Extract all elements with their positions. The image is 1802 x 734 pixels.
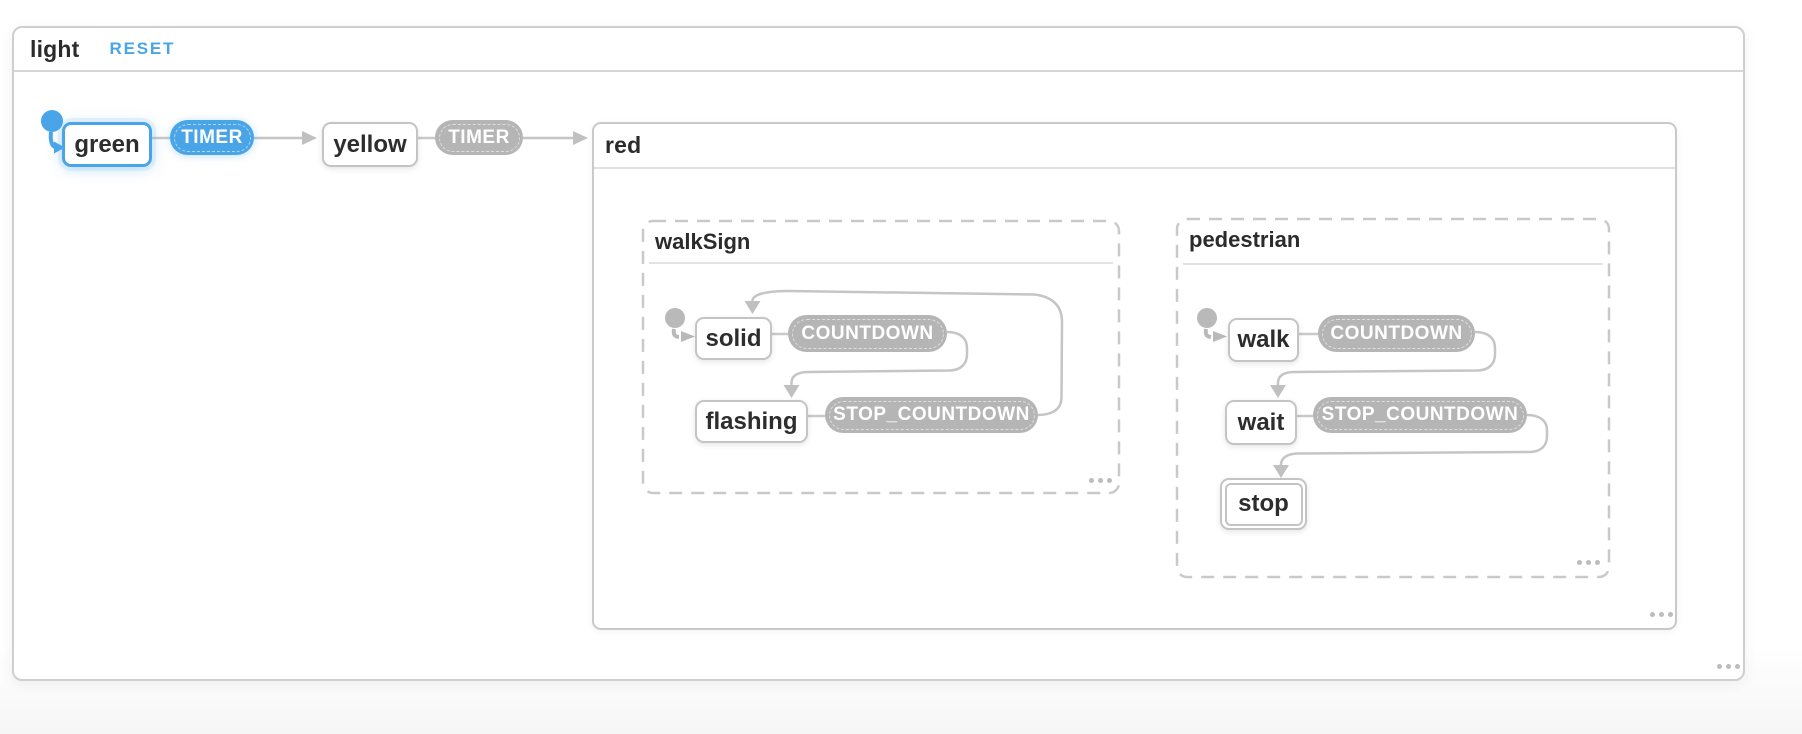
- initial-state-icon: [1197, 308, 1217, 328]
- event-countdown-pedestrian-button[interactable]: COUNTDOWN: [1318, 315, 1475, 352]
- state-yellow-label: yellow: [333, 130, 407, 158]
- state-walkSign-region[interactable]: walkSign: [642, 220, 1120, 494]
- state-wait-label: wait: [1237, 408, 1285, 436]
- event-timer-yellow-button[interactable]: TIMER: [435, 120, 523, 155]
- divider: [649, 262, 1113, 264]
- initial-state-icon: [41, 110, 63, 132]
- state-walkSign-title: walkSign: [655, 229, 751, 254]
- state-stop-final[interactable]: stop: [1220, 478, 1307, 530]
- state-flashing[interactable]: flashing: [695, 400, 808, 443]
- state-walk-label: walk: [1237, 326, 1290, 353]
- state-walk[interactable]: walk: [1228, 318, 1299, 362]
- machine-header: light RESET: [14, 28, 1743, 72]
- state-red-container[interactable]: red: [592, 122, 1677, 630]
- state-flashing-label: flashing: [705, 407, 798, 435]
- state-solid-label: solid: [705, 324, 762, 352]
- state-pedestrian-title: pedestrian: [1189, 227, 1301, 252]
- divider: [1183, 263, 1603, 265]
- state-stop-label: stop: [1238, 490, 1289, 517]
- final-state-ring: stop: [1224, 482, 1303, 526]
- state-pedestrian-region[interactable]: pedestrian: [1176, 218, 1610, 578]
- region-pedestrian-outline: [1175, 217, 1611, 579]
- ellipsis-icon: [1577, 560, 1600, 565]
- event-stop-countdown-walksign-button[interactable]: STOP_COUNTDOWN: [825, 397, 1038, 433]
- ellipsis-icon: [1650, 612, 1673, 617]
- reset-event-button[interactable]: RESET: [106, 37, 180, 61]
- region-walkSign-outline: [641, 219, 1121, 495]
- state-solid[interactable]: solid: [695, 317, 772, 360]
- state-red-title: red: [605, 132, 642, 158]
- ellipsis-icon: [1717, 664, 1740, 669]
- ellipsis-icon: [1089, 478, 1112, 483]
- initial-state-icon: [665, 308, 685, 328]
- state-red-header: red: [594, 124, 1675, 169]
- state-green-label: green: [74, 130, 140, 158]
- state-yellow[interactable]: yellow: [322, 122, 418, 167]
- event-timer-green-button[interactable]: TIMER: [170, 120, 254, 155]
- event-countdown-walksign-button[interactable]: COUNTDOWN: [788, 315, 947, 352]
- machine-title: light: [30, 35, 80, 62]
- state-wait[interactable]: wait: [1225, 400, 1297, 445]
- state-green[interactable]: green: [62, 122, 152, 167]
- event-stop-countdown-pedestrian-button[interactable]: STOP_COUNTDOWN: [1313, 397, 1527, 433]
